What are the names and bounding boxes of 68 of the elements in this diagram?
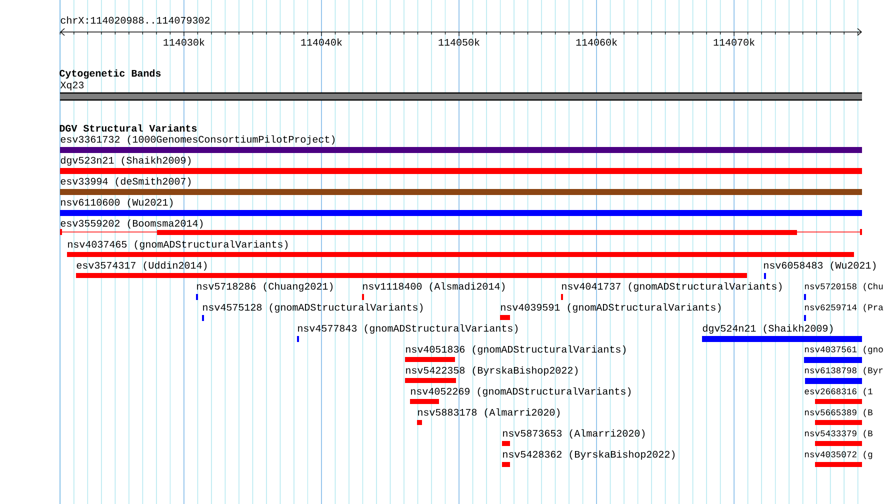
node-label: nsv4037561 (gno — [804, 346, 883, 354]
node-label: esv33994 (deSmith2007) — [60, 177, 191, 187]
node-label: nsv4051836 (gnomADStructuralVariants) — [406, 345, 626, 355]
variant-feature: nsv5720158 (Chu — [804, 282, 883, 300]
variant-feature: esv2668316 (1 — [804, 388, 872, 404]
tick-label: 114060k — [576, 38, 618, 46]
variant-feature: esv3574317 (Uddin2014) — [76, 261, 747, 278]
node-label: nsv5428362 (ByrskaBishop2022) — [503, 450, 675, 460]
track-title: Cytogenetic Bands — [60, 69, 161, 79]
variant-feature: nsv4037465 (gnomADStructuralVariants) — [67, 240, 854, 257]
variant-feature: nsv4577843 (gnomADStructuralVariants) — [297, 324, 518, 342]
node-label: nsv5883178 (Almarri2020) — [418, 408, 560, 418]
node-label: nsv6110600 (Wu2021) — [61, 198, 173, 208]
variant-feature: nsv4575128 (gnomADStructuralVariants) — [202, 303, 423, 321]
variant-feature: nsv5883178 (Almarri2020) — [417, 408, 560, 425]
node-label: nsv4037465 (gnomADStructuralVariants) — [68, 240, 288, 250]
variant-feature: dgv524n21 (Shaikh2009) — [702, 324, 862, 342]
track-title: DGV Structural Variants — [60, 124, 197, 132]
node-label: nsv5433379 (B — [804, 430, 873, 438]
node-label: nsv6058483 (Wu2021) — [764, 261, 876, 271]
variant-feature: nsv4052269 (gnomADStructuralVariants) — [410, 387, 631, 404]
node-label: nsv6138798 (Byr — [804, 366, 883, 376]
node-label: nsv4575128 (gnomADStructuralVariants) — [203, 303, 423, 313]
node-label: esv3559202 (Boomsma2014) — [60, 219, 203, 229]
node-label: nsv6259714 (Pra — [804, 304, 884, 312]
tick-label: 114050k — [438, 38, 480, 46]
cytoband: Xq23 — [60, 82, 862, 101]
variant-feature: nsv5428362 (ByrskaBishop2022) — [502, 450, 675, 467]
variant-feature: nsv6138798 (Byr — [804, 366, 883, 384]
node-label: dgv523n21 (Shaikh2009) — [60, 156, 191, 166]
variant-feature: nsv5433379 (B — [804, 430, 873, 446]
node-label: nsv4052269 (gnomADStructuralVariants) — [411, 387, 631, 397]
node-label: esv2668316 (1 — [804, 388, 872, 396]
location-label: chrX:114020988..114079302 — [60, 16, 210, 24]
variant-feature: dgv523n21 (Shaikh2009) — [60, 156, 862, 174]
node-label: nsv5718286 (Chuang2021) — [197, 282, 333, 292]
variant-feature: nsv6259714 (Pra — [804, 304, 884, 321]
tick-label: 114070k — [714, 38, 755, 46]
variant-feature: nsv4051836 (gnomADStructuralVariants) — [405, 345, 626, 362]
variant-feature: nsv1118400 (Alsmadi2014) — [362, 282, 505, 300]
variant-feature: nsv4035072 (g — [804, 450, 872, 467]
node-label: esv3361732 (1000GenomesConsortiumPilotProject) — [60, 135, 335, 145]
node-label: Xq23 — [60, 82, 84, 90]
variant-feature: nsv5422358 (ByrskaBishop2022) — [405, 366, 578, 383]
node-label: nsv5422358 (ByrskaBishop2022) — [406, 366, 578, 376]
node-label: nsv1118400 (Alsmadi2014) — [363, 282, 505, 292]
variant-feature: esv3361732 (1000GenomesConsortiumPilotProject) — [60, 135, 862, 153]
variant-feature: esv3559202 (Boomsma2014) — [60, 219, 862, 235]
variant-feature: esv33994 (deSmith2007) — [60, 177, 862, 195]
node-label: nsv5873653 (Almarri2020) — [503, 429, 645, 439]
variant-feature: nsv4039591 (gnomADStructuralVariants) — [500, 303, 721, 320]
tick-label: 114030k — [164, 38, 204, 46]
variant-feature: nsv6058483 (Wu2021) — [764, 261, 876, 279]
node-label: nsv4035072 (g — [804, 450, 872, 460]
variant-feature: nsv5665389 (B — [804, 408, 873, 425]
tick-label: 114040k — [301, 38, 342, 46]
node-label: esv3574317 (Uddin2014) — [76, 261, 207, 271]
variant-feature: nsv4041737 (gnomADStructuralVariants) — [561, 282, 782, 300]
variant-feature: nsv6110600 (Wu2021) — [60, 198, 862, 216]
node-label: nsv5665389 (B — [804, 408, 873, 418]
variant-feature: nsv5718286 (Chuang2021) — [196, 282, 333, 300]
node-label: nsv5720158 (Chu — [804, 282, 883, 292]
variant-feature: nsv5873653 (Almarri2020) — [502, 429, 645, 446]
node-label: nsv4039591 (gnomADStructuralVariants) — [501, 303, 721, 313]
node-label: nsv4577843 (gnomADStructuralVariants) — [298, 324, 518, 334]
node-label: dgv524n21 (Shaikh2009) — [702, 324, 833, 334]
node-label: nsv4041737 (gnomADStructuralVariants) — [562, 282, 782, 292]
variant-feature: nsv4037561 (gno — [804, 346, 883, 363]
